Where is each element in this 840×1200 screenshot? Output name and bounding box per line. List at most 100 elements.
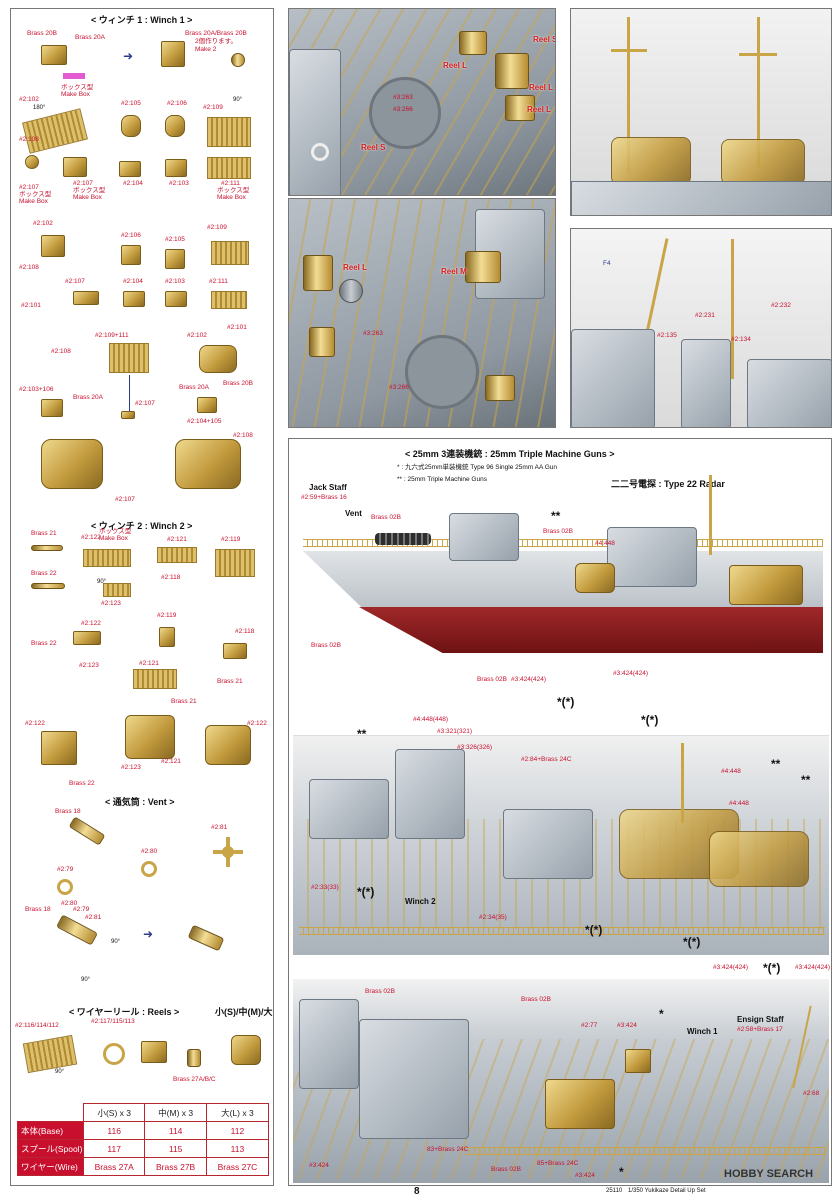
label-mid-p424-b: #3:424(424) [795,964,831,971]
label-p103-106: #2:103+106 [19,386,54,393]
fret-part-111 [207,157,251,179]
label-p109: #2:109 [203,104,223,111]
label-p122: #2:122 [81,534,101,541]
label-w2-box-jp: ボックス型 [99,528,132,535]
label-p108-c: #2:108 [51,348,71,355]
mid-railing [299,927,825,935]
label-angle-180: 180° [33,105,46,111]
marker-single-gun-b: *(*) [641,713,659,727]
table-row: ワイヤー(Wire) Brass 27A Brass 27B Brass 27C [17,1157,270,1176]
winch2-photo-label: Winch 2 [405,897,436,906]
label-brass20ab: Brass 20A/Brass 20B [185,30,247,37]
photo-label-p266: #3:266 [393,106,413,113]
mainmast-2 [731,239,734,379]
label-p79-b: #2:79 [73,906,90,913]
photo-label-reel-l-d: Reel L [343,263,368,272]
table-header-large: 大(L) x 3 [205,1103,270,1122]
table-cell: Brass 27C [205,1157,270,1176]
label-p118: #2:118 [161,574,181,581]
deck-hatch-2 [405,335,479,409]
winch-drum-sub [41,399,63,417]
label-brass22-c: Brass 22 [69,780,95,787]
label-reel-angle: 90° [55,1069,65,1075]
brass20-roller [231,53,245,67]
vent-photo [339,279,363,303]
label-brass20a-b: Brass 20A [73,394,103,401]
w2-sub-a [73,631,101,645]
reel-base-fret [22,1034,78,1074]
table-header-small: 小(S) x 3 [82,1103,146,1122]
reels-title: < ワイヤーリール : Reels > [69,1007,180,1017]
label-brass20b: Brass 20B [27,30,57,37]
guns-title: < 25mm 3連装機銃 : 25mm Triple Machine Guns … [405,449,615,459]
mid-mast [681,743,684,823]
mainmast-yard [739,53,777,56]
winch-small-part [121,411,135,419]
winch-assembly-g [165,291,187,307]
marker-triple-gun: ** [551,509,561,523]
label-p448: #4:448 [595,540,615,547]
footer-code: 25110 [606,1188,623,1194]
table-cell: 116 [82,1121,146,1140]
label-p122-d: #2:122 [247,720,267,727]
label-brass02b-a: Brass 02B [371,514,401,521]
photo-label-reel-s: Reel S [533,35,556,44]
reel-complete [231,1035,261,1065]
label-mid-p424-a: #3:424(424) [713,964,749,971]
mainmast [757,17,760,167]
winch1-title: < ウィンチ 1 : Winch 1 > [91,15,193,25]
label-jack-parts: #2:59+Brass 16 [301,494,347,501]
stern-turret-a [299,999,359,1089]
table-cell: Brass 27B [144,1157,207,1176]
label-brass22-b: Brass 22 [31,640,57,647]
label-p81-b: #2:81 [85,914,102,921]
photo-label-p134: #2:134 [731,336,751,343]
label-p106-b: #2:106 [121,232,141,239]
part-107-box [63,157,87,177]
ready-racks [729,565,803,605]
table-cell: 115 [144,1139,207,1158]
label-p80-b: #2:80 [61,900,78,907]
label-stern-brass02b-c: Brass 02B [491,1166,521,1173]
label-brass20a: Brass 20A [75,34,105,41]
reel-photo-f [309,327,335,357]
ensign-staff-label: Ensign Staff [737,1015,784,1024]
reel-spool-ring [103,1043,125,1065]
label-angle-90: 90° [233,97,243,103]
reel-photo-e [465,251,501,283]
vent-label: Vent [345,509,362,518]
label-stern-p77: #2:77 [581,1022,598,1029]
label-p104-b: #2:104 [123,278,143,285]
jack-staff-label: Jack Staff [309,483,347,492]
label-p111: #2:111 [221,180,240,187]
label-brass18: Brass 18 [55,808,81,815]
reel-spec-table: 小(S) x 3 中(M) x 3 大(L) x 3 本体(Base) 116 … [17,1103,270,1176]
label-mid-p321: #3:321(321) [437,728,473,735]
label-mid-p34: #2:34(35) [479,914,507,921]
marker-mid-single-c: *(*) [683,935,701,949]
photo-label-p135: #2:135 [657,332,677,339]
photo-label-p232: #2:232 [771,302,791,309]
table-cell: 117 [82,1139,146,1158]
radar-title: 二二号電探 : Type 22 Radar [611,479,725,489]
label-stern-p83: 83+Brass 24C [427,1146,469,1153]
marker-mid-triple-b: ** [771,757,781,771]
label-p107-d: #2:107 [135,400,155,407]
label-brass20a-c: Brass 20A [179,384,209,391]
vent-ring-79 [57,879,73,895]
gun-turret-a [449,513,519,561]
label-mid-p326: #3:326(326) [457,744,493,751]
w2-sub-c [223,643,247,659]
vent-cross-part [213,837,243,867]
label-p102: #2:102 [19,96,39,103]
winch-assembly-b [121,245,141,265]
marker-mid-single-b: *(*) [585,923,603,937]
winch-assembly-c [165,249,185,269]
label-p108-b: #2:108 [19,264,39,271]
label-brass02b-b: Brass 02B [543,528,573,535]
label-brass21-b: Brass 21 [217,678,243,685]
part-105 [121,115,141,137]
reel-frame [141,1041,167,1063]
label-box-jp-3: ボックス型 [73,187,106,194]
label-p103-b: #2:103 [165,278,185,285]
